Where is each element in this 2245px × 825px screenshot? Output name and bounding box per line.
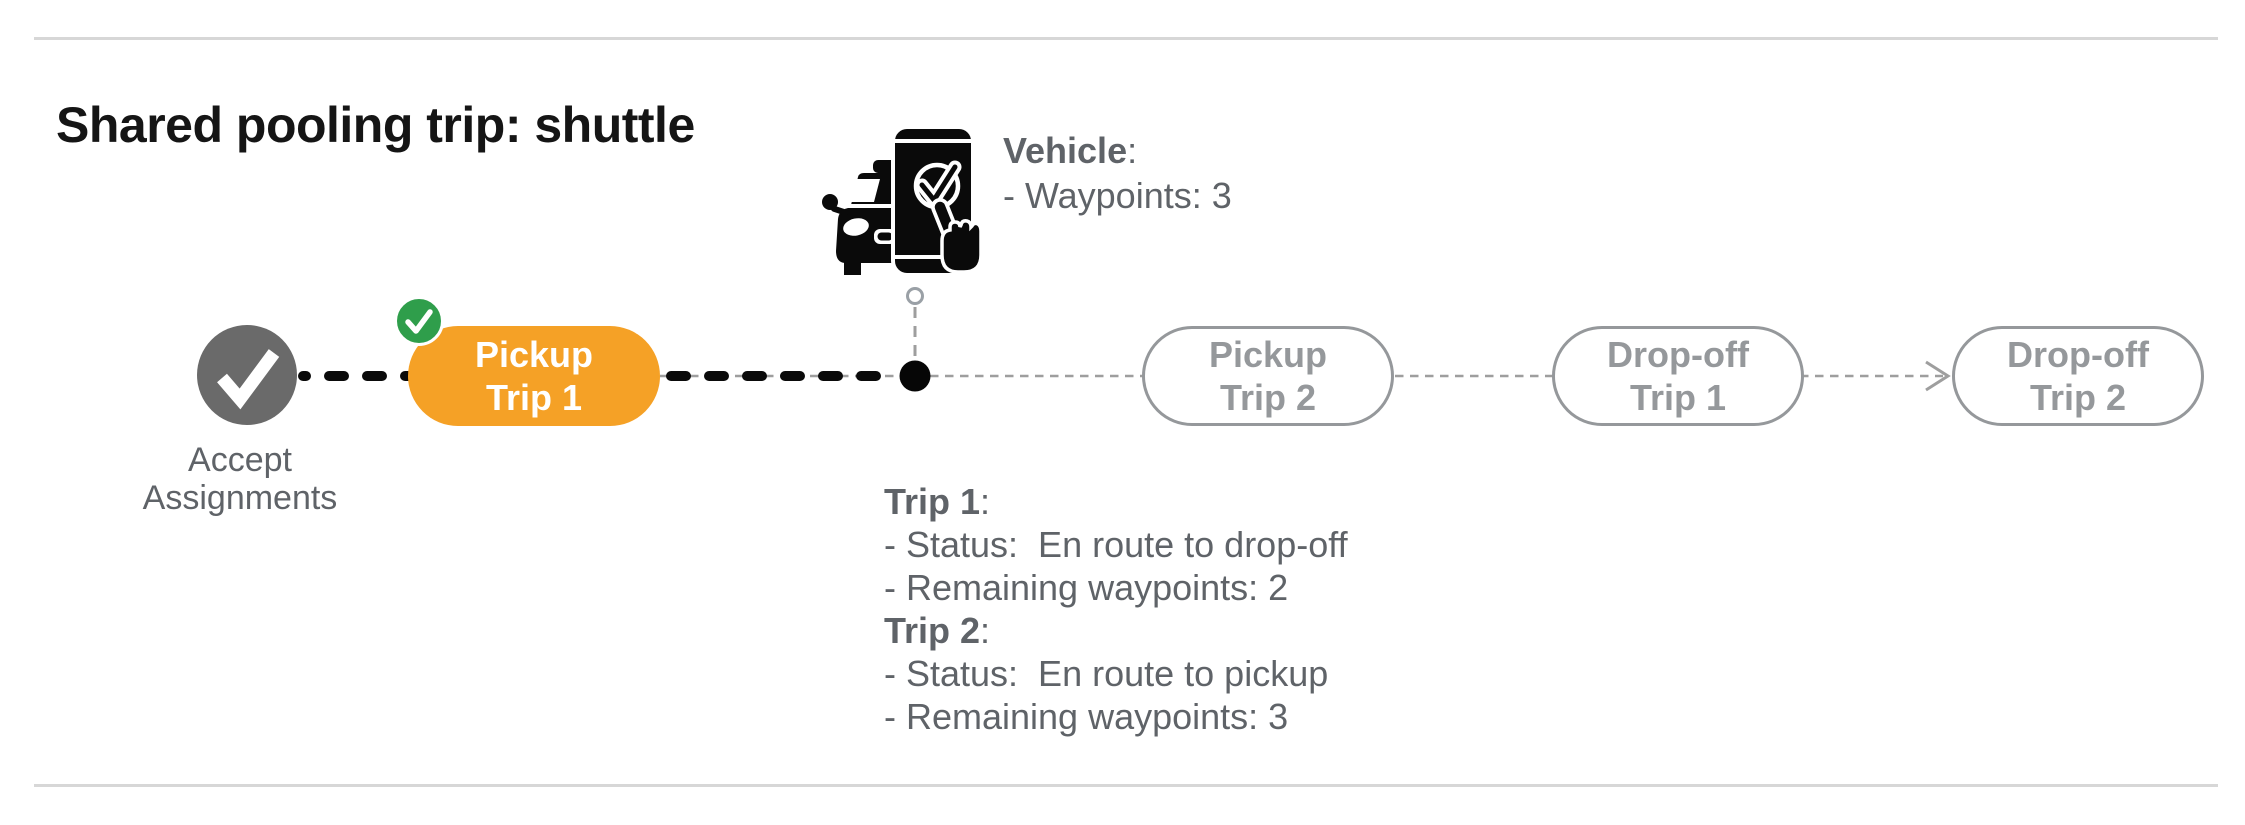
vehicle-info-heading: Vehicle:: [1003, 130, 1138, 171]
pill-label-line1: Pickup: [474, 334, 594, 375]
page-title: Shared pooling trip: shuttle: [56, 96, 695, 153]
trip2-waypoints-line: - Remaining waypoints: 3: [884, 696, 1289, 737]
accept-label-line1: Accept: [188, 441, 292, 479]
accept-label-line2: Assignments: [142, 479, 338, 517]
vehicle-phone-confirm-icon: [820, 115, 1000, 285]
pill-label-line2: Trip 2: [1219, 377, 1317, 418]
completed-check-badge-icon: [394, 296, 444, 346]
pill-label-line2: Trip 1: [485, 377, 583, 418]
vehicle-anchor-circle: [906, 287, 924, 305]
vehicle-info-detail: - Waypoints: 3: [1003, 175, 1232, 216]
arrowhead-icon: [1925, 360, 1951, 392]
accept-assignments-node: [197, 325, 297, 425]
trip2-heading: Trip 2:: [884, 610, 991, 651]
bottom-divider: [34, 784, 2218, 787]
trip2-status-line: - Status: En route to pickup: [884, 653, 1329, 694]
trip-info: Trip 1: - Status: En route to drop-off -…: [884, 480, 1348, 738]
taxi-car-shape: [822, 160, 898, 275]
pill-label-line1: Drop-off: [2007, 334, 2149, 375]
step-pill-dropoff-trip-1: Drop-off Trip 1: [1552, 326, 1804, 426]
car-details: [843, 179, 896, 244]
pill-label-line1: Drop-off: [1607, 334, 1749, 375]
accept-assignments-label: Accept Assignments: [80, 441, 400, 517]
step-pill-pickup-trip-2: Pickup Trip 2: [1142, 326, 1394, 426]
pill-label-line2: Trip 1: [1629, 377, 1727, 418]
trip1-heading: Trip 1:: [884, 481, 991, 522]
pointing-hand-shape: [931, 198, 983, 274]
vehicle-position-dot: [899, 360, 931, 392]
top-divider: [34, 37, 2218, 40]
trip1-waypoints-line: - Remaining waypoints: 2: [884, 567, 1289, 608]
step-pill-dropoff-trip-2: Drop-off Trip 2: [1952, 326, 2204, 426]
pill-label-line2: Trip 2: [2029, 377, 2127, 418]
check-icon: [217, 349, 280, 410]
vehicle-info: Vehicle: - Waypoints: 3: [1003, 128, 1232, 218]
pill-label-line1: Pickup: [1208, 334, 1328, 375]
step-pill-pickup-trip-1: Pickup Trip 1: [408, 326, 660, 426]
trip1-status-line: - Status: En route to drop-off: [884, 524, 1348, 565]
